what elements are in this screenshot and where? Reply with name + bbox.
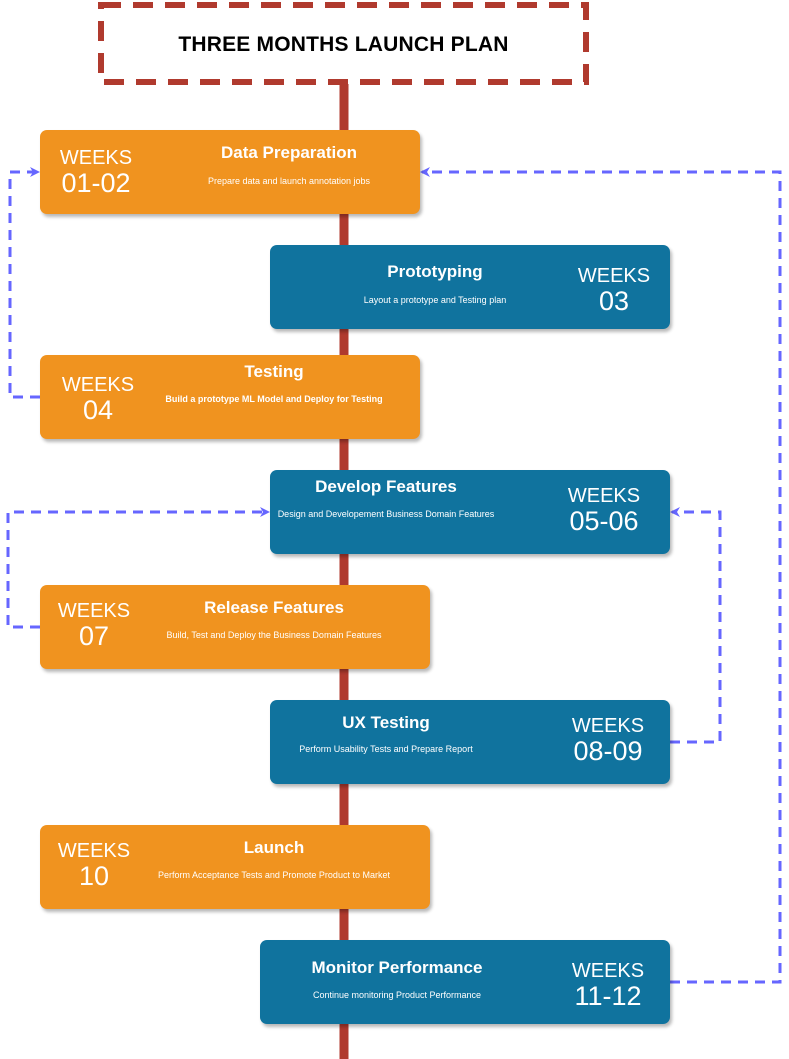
- phase-description: Perform Usability Tests and Prepare Repo…: [299, 744, 473, 754]
- loop-arrow-testing-to-data-preparation: [8, 167, 40, 399]
- phase-description: Build, Test and Deploy the Business Doma…: [166, 630, 382, 640]
- weeks-badge: WEEKS 11-12: [564, 961, 652, 1010]
- phase-title: Develop Features: [315, 477, 457, 496]
- weeks-number: 03: [598, 286, 630, 316]
- phase-card-data-preparation: WEEKS 01-02 Data Preparation Prepare dat…: [40, 130, 420, 214]
- phase-title: UX Testing: [342, 713, 430, 732]
- weeks-badge: WEEKS 08-09: [564, 716, 652, 765]
- weeks-number: 10: [78, 861, 110, 891]
- weeks-number: 01-02: [61, 168, 131, 198]
- phase-card-launch: WEEKS 10 Launch Perform Acceptance Tests…: [40, 825, 430, 909]
- weeks-label: WEEKS: [61, 374, 135, 396]
- phase-title: Data Preparation: [220, 143, 358, 162]
- weeks-label: WEEKS: [571, 715, 645, 737]
- phase-title: Monitor Performance: [311, 958, 483, 977]
- phase-card-release-features: WEEKS 07 Release Features Build, Test an…: [40, 585, 430, 669]
- loop-arrow-ux-to-develop: [670, 507, 722, 744]
- weeks-number: 04: [82, 395, 114, 425]
- weeks-label: WEEKS: [567, 485, 641, 507]
- weeks-number: 11-12: [574, 981, 642, 1011]
- weeks-badge: WEEKS 04: [54, 375, 142, 424]
- weeks-badge: WEEKS 01-02: [54, 148, 138, 197]
- phase-title: Testing: [244, 362, 304, 381]
- weeks-number: 05-06: [569, 506, 639, 536]
- loop-arrow-monitor-to-data-preparation: [420, 167, 782, 984]
- phase-description: Layout a prototype and Testing plan: [363, 295, 507, 305]
- title-dashed-border: [98, 2, 589, 85]
- weeks-number: 07: [78, 621, 110, 651]
- title-box: THREE MONTHS LAUNCH PLAN: [99, 3, 588, 84]
- loop-arrow-release-to-develop: [6, 507, 270, 629]
- phase-description: Continue monitoring Product Performance: [312, 990, 482, 1000]
- phase-card-ux-testing: UX Testing Perform Usability Tests and P…: [270, 700, 670, 784]
- phase-description: Prepare data and launch annotation jobs: [207, 176, 371, 186]
- page-title: THREE MONTHS LAUNCH PLAN: [178, 33, 509, 56]
- weeks-badge: WEEKS 07: [50, 601, 138, 650]
- phase-title: Launch: [243, 838, 305, 857]
- phase-card-monitor-performance: Monitor Performance Continue monitoring …: [260, 940, 670, 1024]
- phase-description: Design and Developement Business Domain …: [277, 509, 495, 519]
- weeks-label: WEEKS: [577, 265, 651, 287]
- phase-description: Build a prototype ML Model and Deploy fo…: [165, 394, 383, 404]
- weeks-label: WEEKS: [57, 840, 131, 862]
- weeks-label: WEEKS: [59, 147, 133, 169]
- weeks-badge: WEEKS 03: [570, 266, 658, 315]
- weeks-label: WEEKS: [57, 600, 131, 622]
- phase-description: Perform Acceptance Tests and Promote Pro…: [158, 870, 390, 880]
- weeks-label: WEEKS: [571, 960, 645, 982]
- phase-card-testing: WEEKS 04 Testing Build a prototype ML Mo…: [40, 355, 420, 439]
- phase-title: Prototyping: [387, 262, 483, 281]
- weeks-badge: WEEKS 05-06: [560, 486, 648, 535]
- weeks-badge: WEEKS 10: [50, 841, 138, 890]
- phase-title: Release Features: [204, 598, 344, 617]
- weeks-number: 08-09: [573, 736, 643, 766]
- phase-card-prototyping: Prototyping Layout a prototype and Testi…: [270, 245, 670, 329]
- phase-card-develop-features: Develop Features Design and Developement…: [270, 470, 670, 554]
